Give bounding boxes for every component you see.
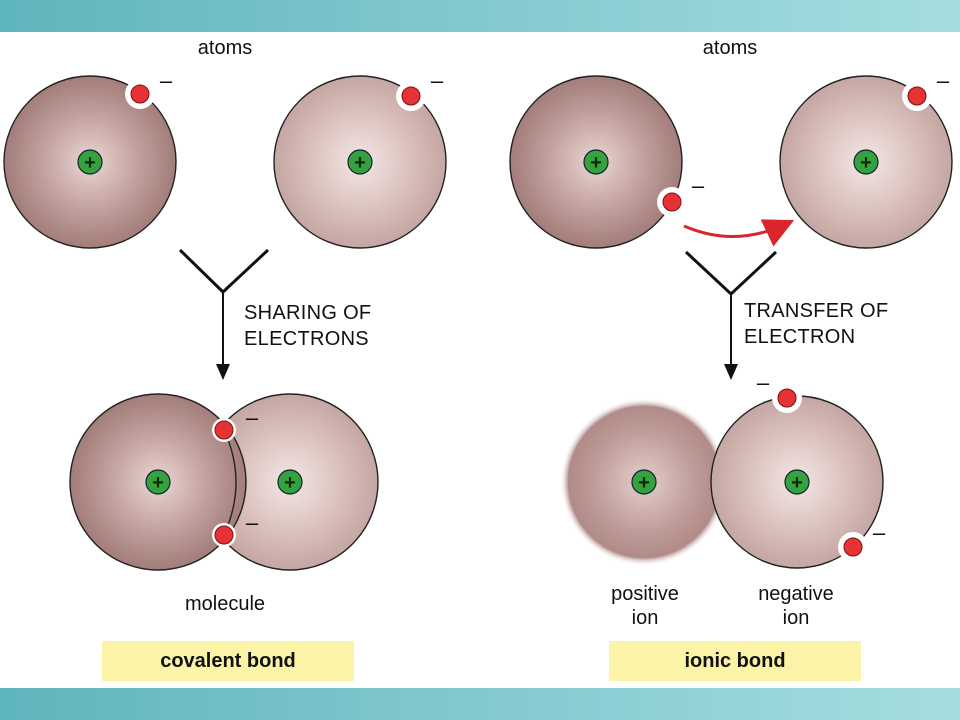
positive-ion-line2: ion	[631, 607, 659, 629]
nucleus-icon	[784, 469, 810, 495]
nucleus-icon	[277, 469, 303, 495]
nucleus-icon	[583, 149, 609, 175]
ionic-atom-left: + –	[509, 75, 705, 249]
covalent-bond-badge: covalent bond	[102, 641, 354, 681]
svg-text:+: +	[354, 152, 366, 174]
negative-ion-line1: negative	[758, 583, 834, 605]
negative-ion: + – –	[710, 370, 886, 569]
svg-text:–: –	[246, 405, 259, 430]
covalent-molecule: + + – –	[69, 393, 379, 571]
covalent-step-label: SHARING OF ELECTRONS	[244, 300, 371, 352]
svg-text:–: –	[873, 520, 886, 545]
electron-icon	[777, 388, 797, 408]
electron-icon	[662, 192, 682, 212]
svg-text:–: –	[757, 370, 770, 395]
covalent-merge-arrow-icon	[178, 248, 270, 380]
positive-ion-label: positive ion	[585, 582, 705, 630]
svg-text:+: +	[860, 152, 872, 174]
shared-electron-icon	[214, 525, 234, 545]
electron-icon	[907, 86, 927, 106]
nucleus-icon	[631, 469, 657, 495]
svg-text:+: +	[284, 472, 296, 494]
ionic-atoms-label: atoms	[702, 37, 758, 59]
nucleus-icon	[853, 149, 879, 175]
svg-text:+: +	[84, 152, 96, 174]
svg-text:–: –	[692, 173, 705, 198]
svg-text:–: –	[431, 68, 444, 93]
nucleus-icon	[77, 149, 103, 175]
covalent-atom-right: + –	[273, 68, 447, 249]
positive-ion: +	[560, 398, 728, 566]
svg-text:–: –	[246, 510, 259, 535]
ionic-step-line1: TRANSFER OF	[744, 300, 889, 322]
ionic-step-line2: ELECTRON	[744, 326, 856, 348]
covalent-atom-left: + –	[3, 68, 177, 249]
electron-transfer-arrow-icon	[683, 219, 795, 247]
covalent-step-line1: SHARING OF	[244, 302, 372, 324]
svg-text:–: –	[937, 68, 950, 93]
ionic-atom-right: + –	[779, 68, 953, 249]
ionic-merge-arrow-icon	[684, 250, 778, 380]
top-band	[0, 0, 960, 32]
covalent-step-line2: ELECTRONS	[244, 328, 369, 350]
covalent-atoms-label: atoms	[197, 37, 253, 59]
electron-icon	[843, 537, 863, 557]
svg-text:+: +	[791, 472, 803, 494]
molecule-label: molecule	[184, 593, 266, 615]
svg-text:+: +	[638, 472, 650, 494]
svg-text:+: +	[590, 152, 602, 174]
bottom-band	[0, 688, 960, 720]
ionic-step-label: TRANSFER OF ELECTRON	[744, 298, 888, 350]
svg-text:+: +	[152, 472, 164, 494]
nucleus-icon	[347, 149, 373, 175]
nucleus-icon	[145, 469, 171, 495]
electron-icon	[401, 86, 421, 106]
svg-text:–: –	[160, 68, 173, 93]
negative-ion-line2: ion	[782, 607, 810, 629]
negative-ion-label: negative ion	[736, 582, 856, 630]
electron-icon	[130, 84, 150, 104]
ionic-bond-badge: ionic bond	[609, 641, 861, 681]
shared-electron-icon	[214, 420, 234, 440]
positive-ion-line1: positive	[611, 583, 679, 605]
